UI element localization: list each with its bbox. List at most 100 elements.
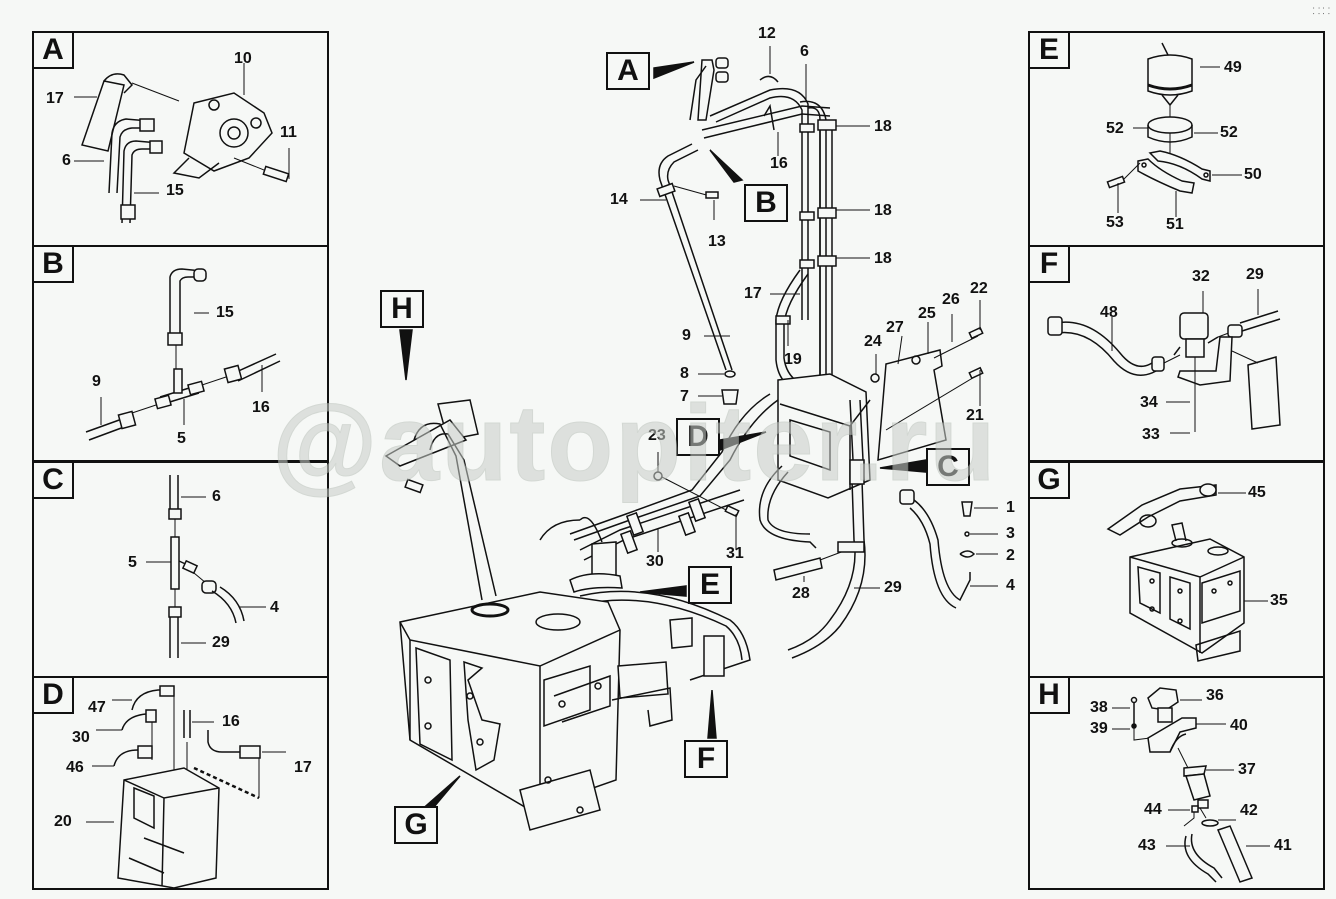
part-label: 16 [770, 155, 788, 172]
panel-g-drawing [1106, 483, 1268, 662]
callout-e[interactable]: E [688, 566, 732, 604]
part-label: 23 [648, 427, 666, 444]
panel-tag-f: F [1030, 247, 1070, 283]
part-label: 17 [294, 759, 312, 776]
part-label: 22 [970, 280, 988, 297]
part-label: 8 [680, 365, 689, 382]
part-label: 24 [864, 333, 882, 350]
part-label: 52 [1106, 120, 1124, 137]
part-label: 5 [177, 430, 186, 447]
part-label: 11 [280, 124, 297, 141]
part-label: 17 [46, 90, 64, 107]
part-label: 14 [610, 191, 628, 208]
part-label: 47 [88, 699, 106, 716]
callout-c[interactable]: C [926, 448, 970, 486]
part-label: 12 [758, 25, 776, 42]
part-label: 40 [1230, 717, 1248, 734]
part-label: 19 [784, 351, 802, 368]
part-label: 27 [886, 319, 904, 336]
part-label: 35 [1270, 592, 1288, 609]
part-label: 26 [942, 291, 960, 308]
part-label: 28 [792, 585, 810, 602]
part-label: 52 [1220, 124, 1238, 141]
part-label: 39 [1090, 720, 1108, 737]
part-label: 2 [1006, 547, 1015, 564]
corner-mark: ⸬ ⸬ [1312, 6, 1330, 16]
panel-a-drawing [74, 63, 290, 224]
part-label: 33 [1142, 426, 1160, 443]
panel-tag-b: B [34, 247, 74, 283]
part-label: 25 [918, 305, 936, 322]
part-label: 30 [646, 553, 664, 570]
part-label: 15 [166, 182, 184, 199]
panel-h: H 36 38 40 39 37 44 42 43 41 [1028, 676, 1325, 890]
part-label: 32 [1192, 268, 1210, 285]
part-label: 18 [874, 250, 892, 267]
part-label: 42 [1240, 802, 1258, 819]
part-label: 4 [270, 599, 279, 616]
callout-a[interactable]: A [606, 52, 650, 90]
panel-c-drawing [146, 475, 266, 658]
panel-tag-e: E [1030, 33, 1070, 69]
panel-tag-a: A [34, 33, 74, 69]
panel-f-drawing [1047, 289, 1281, 434]
part-label: 29 [212, 634, 230, 651]
part-label: 37 [1238, 761, 1256, 778]
callout-d[interactable]: D [676, 418, 720, 456]
panel-d-drawing [86, 685, 286, 889]
part-label: 31 [726, 545, 744, 562]
panel-b: B 15 9 16 5 [32, 245, 329, 462]
part-label: 3 [1006, 525, 1015, 542]
part-label: 48 [1100, 304, 1118, 321]
part-label: 15 [216, 304, 234, 321]
panel-tag-h: H [1030, 678, 1070, 714]
part-label: 16 [252, 399, 270, 416]
panel-tag-c: C [34, 463, 74, 499]
part-label: 1 [1006, 499, 1015, 516]
part-label: 5 [128, 554, 137, 571]
part-label: 29 [1246, 266, 1264, 283]
part-label: 10 [234, 50, 252, 67]
panel-g: G 45 35 [1028, 461, 1325, 678]
callout-g[interactable]: G [394, 806, 438, 844]
part-label: 6 [800, 43, 809, 60]
part-label: 45 [1248, 484, 1266, 501]
part-label: 6 [62, 152, 71, 169]
part-label: 9 [682, 327, 691, 344]
part-label: 13 [708, 233, 726, 250]
part-label: 4 [1006, 577, 1015, 594]
part-label: 6 [212, 488, 221, 505]
part-label: 44 [1144, 801, 1162, 818]
part-label: 17 [744, 285, 762, 302]
part-label: 18 [874, 202, 892, 219]
part-label: 9 [92, 373, 101, 390]
panel-b-drawing [85, 268, 281, 441]
callout-f[interactable]: F [684, 740, 728, 778]
part-label: 41 [1274, 837, 1292, 854]
panel-tag-g: G [1030, 463, 1070, 499]
panel-e: E 49 52 52 50 53 51 [1028, 31, 1325, 247]
part-label: 51 [1166, 216, 1184, 233]
part-label: 36 [1206, 687, 1224, 704]
part-label: 21 [966, 407, 984, 424]
part-label: 18 [874, 118, 892, 135]
main-assembly-drawing [384, 46, 998, 831]
panel-f: F 32 29 48 34 33 [1028, 245, 1325, 462]
part-label: 34 [1140, 394, 1158, 411]
part-label: 38 [1090, 699, 1108, 716]
callout-b[interactable]: B [744, 184, 788, 222]
part-label: 50 [1244, 166, 1262, 183]
panel-e-drawing [1106, 42, 1242, 217]
part-label: 53 [1106, 214, 1124, 231]
panel-d: D 47 16 30 46 17 20 [32, 676, 329, 890]
panel-tag-d: D [34, 678, 74, 714]
part-label: 7 [680, 388, 689, 405]
panel-h-drawing [1112, 687, 1270, 883]
callout-h[interactable]: H [380, 290, 424, 328]
panel-c: C 6 5 4 29 [32, 461, 329, 678]
main-assembly: A B H D C E F G 12 6 18 16 14 13 18 18 1… [330, 20, 1030, 890]
part-label: 20 [54, 813, 72, 830]
part-label: 30 [72, 729, 90, 746]
part-label: 49 [1224, 59, 1242, 76]
part-label: 29 [884, 579, 902, 596]
